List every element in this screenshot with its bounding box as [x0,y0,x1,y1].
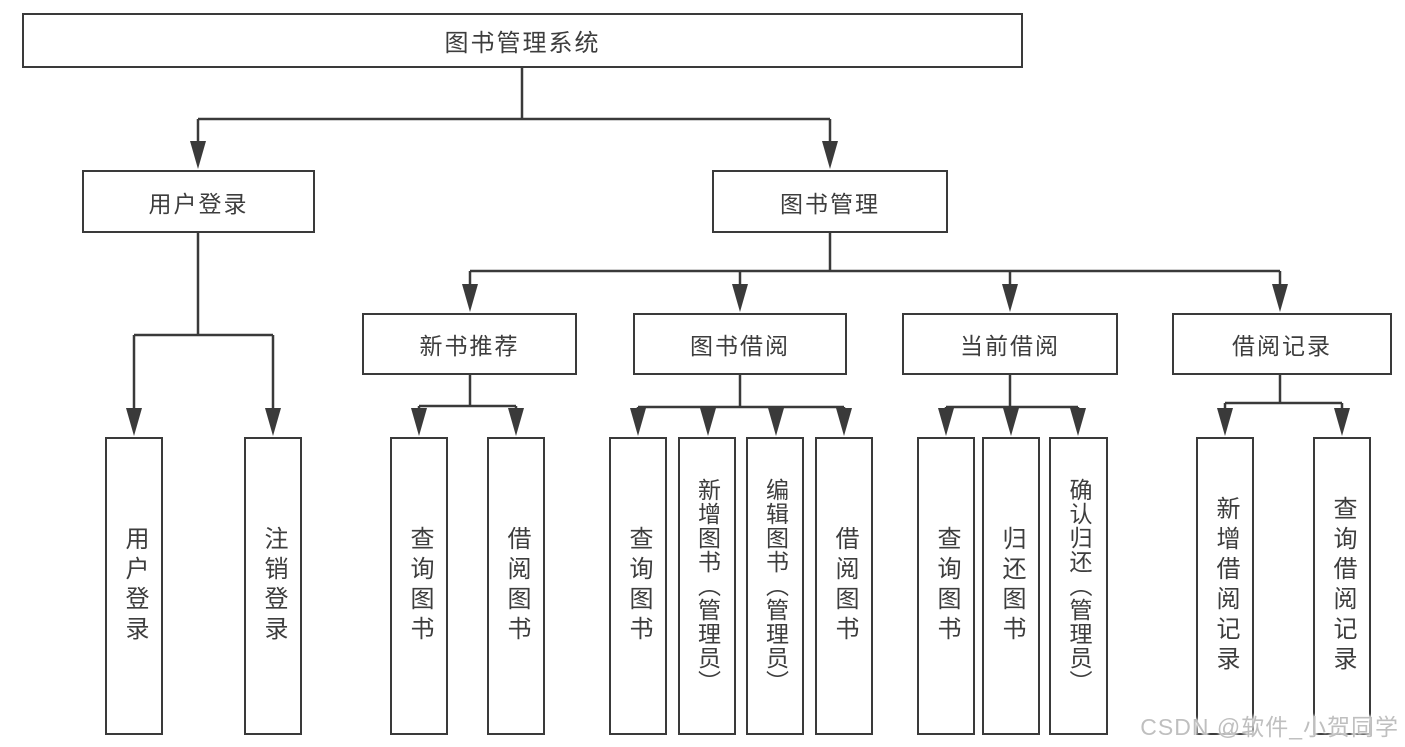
node-leaf-logout: 注销登录 [244,437,302,735]
node-leaf-return-books: 归还图书 [982,437,1040,735]
node-label: 用户登录 [121,526,148,646]
node-user-login: 用户登录 [82,170,315,233]
arrowhead [411,408,427,436]
node-leaf-add-borrow-record: 新增借阅记录 [1196,437,1254,735]
arrowhead [822,141,838,169]
arrowhead [508,408,524,436]
node-label: 图书管理 [780,190,880,217]
node-label: 用户登录 [148,190,249,217]
arrowhead [1003,408,1019,436]
node-leaf-query-books-current: 查询图书 [917,437,975,735]
node-label: 查询图书 [406,526,433,646]
node-new-book-recommendation: 新书推荐 [362,313,577,375]
arrowhead [630,408,646,436]
node-leaf-query-books-borrow: 查询图书 [609,437,667,735]
node-label: 新增借阅记录 [1212,496,1239,676]
arrowhead [190,141,206,169]
arrowhead [126,408,142,436]
arrowhead [938,408,954,436]
node-label: 借阅图书 [503,526,530,646]
node-leaf-borrow-books: 借阅图书 [815,437,873,735]
node-label: 当前借阅 [960,333,1060,359]
arrowhead [462,284,478,312]
arrowhead [732,284,748,312]
node-leaf-confirm-return-admin: 确认归还（管理员） [1049,437,1108,735]
node-label: 借阅图书 [831,526,858,646]
arrowhead [768,408,784,436]
node-leaf-user-login: 用户登录 [105,437,163,735]
node-label: 图书管理系统 [444,30,601,57]
arrowhead [1217,408,1233,436]
node-label: 查询图书 [625,526,652,646]
node-library-management-system: 图书管理系统 [22,13,1023,68]
node-label: 新书推荐 [419,333,520,359]
node-leaf-add-books-admin: 新增图书（管理员） [678,437,736,735]
node-label: 查询借阅记录 [1329,496,1356,676]
node-leaf-borrow-books-recommend: 借阅图书 [487,437,545,735]
node-book-borrowing: 图书借阅 [633,313,847,375]
node-book-management: 图书管理 [712,170,948,233]
node-label: 确认归还（管理员） [1066,478,1092,694]
node-label: 图书借阅 [690,333,790,359]
arrowheads [126,141,1350,436]
node-current-borrowing: 当前借阅 [902,313,1118,375]
node-label: 归还图书 [998,526,1025,646]
node-leaf-query-borrow-record: 查询借阅记录 [1313,437,1371,735]
arrowhead [265,408,281,436]
node-label: 新增图书（管理员） [694,478,721,694]
node-label: 编辑图书（管理员） [762,478,789,694]
arrowhead [1002,284,1018,312]
arrowhead [700,408,716,436]
arrowhead [836,408,852,436]
node-borrowing-records: 借阅记录 [1172,313,1392,375]
csdn-watermark: CSDN @软件_小贺同学 [1140,714,1399,740]
node-label: 注销登录 [260,526,287,646]
node-leaf-query-books-recommend: 查询图书 [390,437,448,735]
arrowhead [1272,284,1288,312]
node-label: 借阅记录 [1232,333,1332,359]
node-leaf-edit-books-admin: 编辑图书（管理员） [746,437,804,735]
arrowhead [1334,408,1350,436]
arrowhead [1070,408,1086,436]
node-label: 查询图书 [933,526,960,646]
